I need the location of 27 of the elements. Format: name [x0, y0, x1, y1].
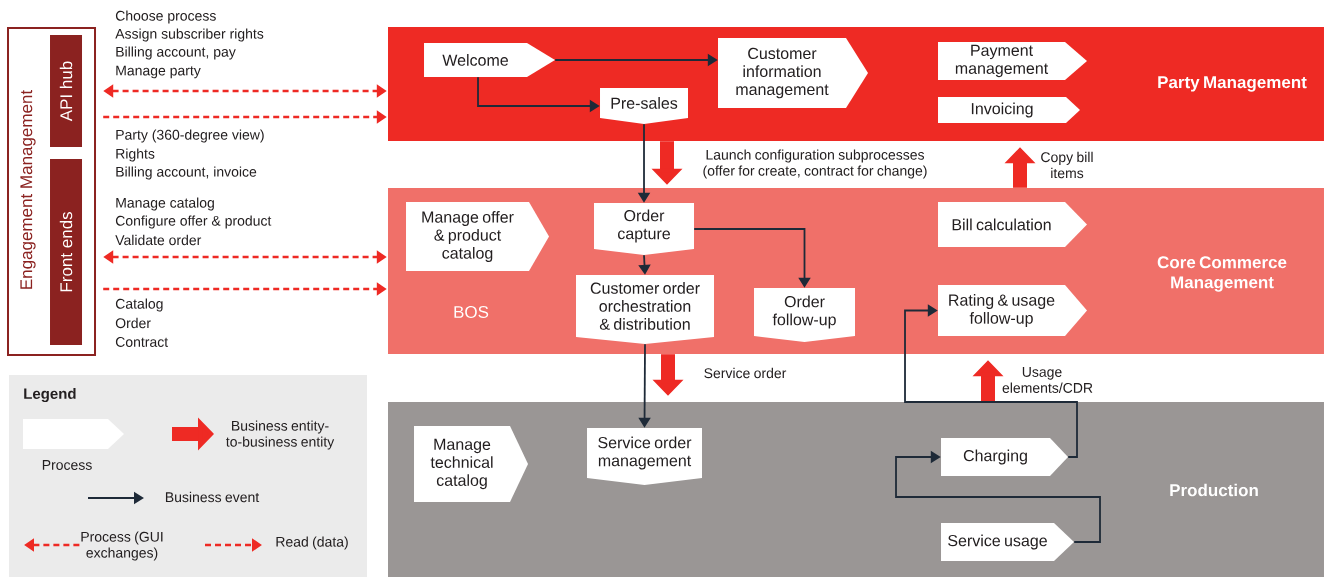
legend-label: Process (GUI exchanges): [81, 531, 163, 561]
arrow: [895, 450, 1101, 543]
side-note: Assign subscriber rights: [115, 28, 264, 42]
legend-label: Read (data): [276, 536, 348, 550]
edge-label: Usage elements/CDR: [1002, 367, 1093, 393]
side-note: Catalog: [115, 298, 163, 312]
side-note: Billing account, pay: [116, 46, 236, 60]
side-note: Order: [115, 317, 151, 329]
edge-label: Service order: [704, 367, 787, 379]
side-note: Validate order: [115, 234, 202, 246]
legend-label: Business entity-to-business entity: [226, 420, 335, 450]
side-note: Choose process: [115, 10, 216, 24]
side-note: Contract: [115, 337, 168, 347]
edge-label: Copy bill items: [1041, 151, 1093, 179]
side-note: Manage party: [116, 65, 201, 79]
side-note: Rights: [116, 148, 155, 162]
legend-label: Process: [42, 460, 92, 470]
legend-label: Business event: [165, 491, 260, 503]
vertical-tab: API hub: [50, 35, 82, 147]
side-note: Manage catalog: [116, 197, 214, 211]
side-note: Configure offer & product: [115, 215, 272, 229]
side-note: Billing account, invoice: [116, 166, 257, 180]
legend-title: Legend: [24, 387, 76, 402]
side-note: Party (360-degree view): [116, 129, 264, 143]
arrow: [904, 304, 1078, 458]
vertical-tab: Front ends: [50, 159, 82, 345]
edge-label: Launch configuration subprocesses (offer for create, contract for change): [703, 149, 927, 179]
